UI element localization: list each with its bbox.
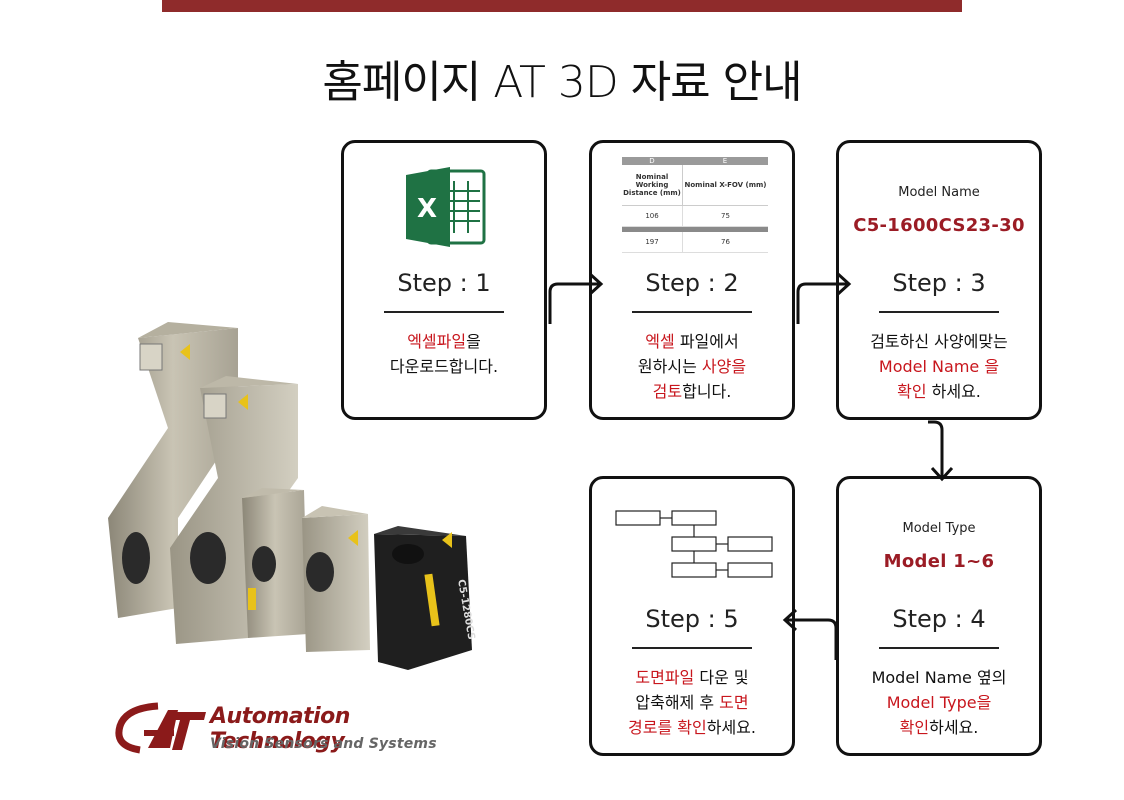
highlighted-text: 엑셀파일	[407, 332, 467, 351]
step-3-card: Model Name C5-1600CS23-30 Step : 3 검토하신 …	[836, 140, 1042, 420]
description-text: 하세요.	[926, 382, 981, 401]
step-1-label: Step : 1	[397, 269, 491, 297]
highlighted-text: Model Type을	[886, 693, 992, 712]
highlighted-text: 확인	[897, 382, 927, 401]
at-logo-mark	[115, 702, 206, 754]
divider	[632, 311, 752, 313]
highlighted-text: 검토	[652, 382, 683, 401]
arrow-left-icon	[782, 608, 838, 660]
description-text: 파일에서	[674, 332, 739, 351]
diagram-icon	[615, 510, 773, 578]
highlighted-text: 엑셀	[645, 332, 675, 351]
table-cell: 197	[622, 232, 683, 252]
divider	[879, 311, 999, 313]
spreadsheet-preview: D E Nominal Working Distance (mm) Nominal…	[622, 157, 768, 253]
step-5-label: Step : 5	[645, 605, 739, 633]
description-text: 다운로드합니다.	[389, 357, 499, 376]
description-text: 다운 및	[694, 668, 749, 687]
model-name-value: C5-1600CS23-30	[853, 215, 1025, 236]
highlighted-text: 도면	[719, 693, 749, 712]
highlighted-text: Model Name 을	[878, 357, 1000, 376]
arrow-right-icon	[548, 272, 604, 324]
step-2-card: D E Nominal Working Distance (mm) Nominal…	[589, 140, 795, 420]
step-4-card: Model Type Model 1~6 Step : 4 Model Name…	[836, 476, 1042, 756]
description-text: 압축해제 후	[635, 693, 720, 712]
page-title: 홈페이지 AT 3D 자료 안내	[322, 57, 802, 108]
arrow-down-icon	[928, 420, 954, 482]
description-text: 하세요.	[929, 718, 979, 737]
table-cell: 75	[721, 212, 730, 220]
excel-icon: X	[406, 167, 486, 247]
column-header: Nominal X-FOV (mm)	[684, 181, 767, 189]
step-3-label: Step : 3	[892, 269, 986, 297]
column-letter: D	[649, 157, 655, 165]
svg-text:X: X	[417, 194, 437, 224]
table-cell: 106	[622, 206, 683, 226]
step-4-label: Step : 4	[892, 605, 986, 633]
table-row: 106 75	[622, 206, 768, 227]
divider	[384, 311, 504, 313]
description-text: 검토하신 사양에맞는	[870, 332, 1008, 351]
top-accent-bar	[162, 0, 962, 12]
table-row: 197 76	[622, 232, 768, 253]
company-tagline: Vision Sensors and Systems	[210, 736, 437, 752]
model-name-label: Model Name	[898, 185, 980, 200]
model-type-value: Model 1~6	[883, 551, 995, 572]
description-text: Model Name 옆의	[871, 668, 1007, 687]
description-text: 하세요.	[706, 718, 756, 737]
step-2-label: Step : 2	[645, 269, 739, 297]
column-letter: E	[722, 157, 728, 165]
column-header: Nominal Working Distance (mm)	[622, 165, 683, 205]
model-type-label: Model Type	[902, 521, 976, 536]
company-logo: Automation Technology Vision Sensors and…	[110, 700, 490, 760]
highlighted-text: 경로를 확인	[628, 718, 707, 737]
highlighted-text: 확인	[899, 718, 930, 737]
arrow-right-icon	[796, 272, 852, 324]
description-text: 을	[466, 332, 481, 351]
description-text: 합니다.	[682, 382, 732, 401]
table-cell: 76	[721, 238, 730, 246]
product-sensors-image: C5-1280CS	[108, 322, 476, 670]
highlighted-text: 사양을	[701, 357, 747, 376]
company-name: Automation Technology	[210, 704, 350, 754]
divider	[879, 647, 999, 649]
divider	[632, 647, 752, 649]
highlighted-text: 도면파일	[635, 668, 695, 687]
description-text: 원하시는	[637, 357, 702, 376]
